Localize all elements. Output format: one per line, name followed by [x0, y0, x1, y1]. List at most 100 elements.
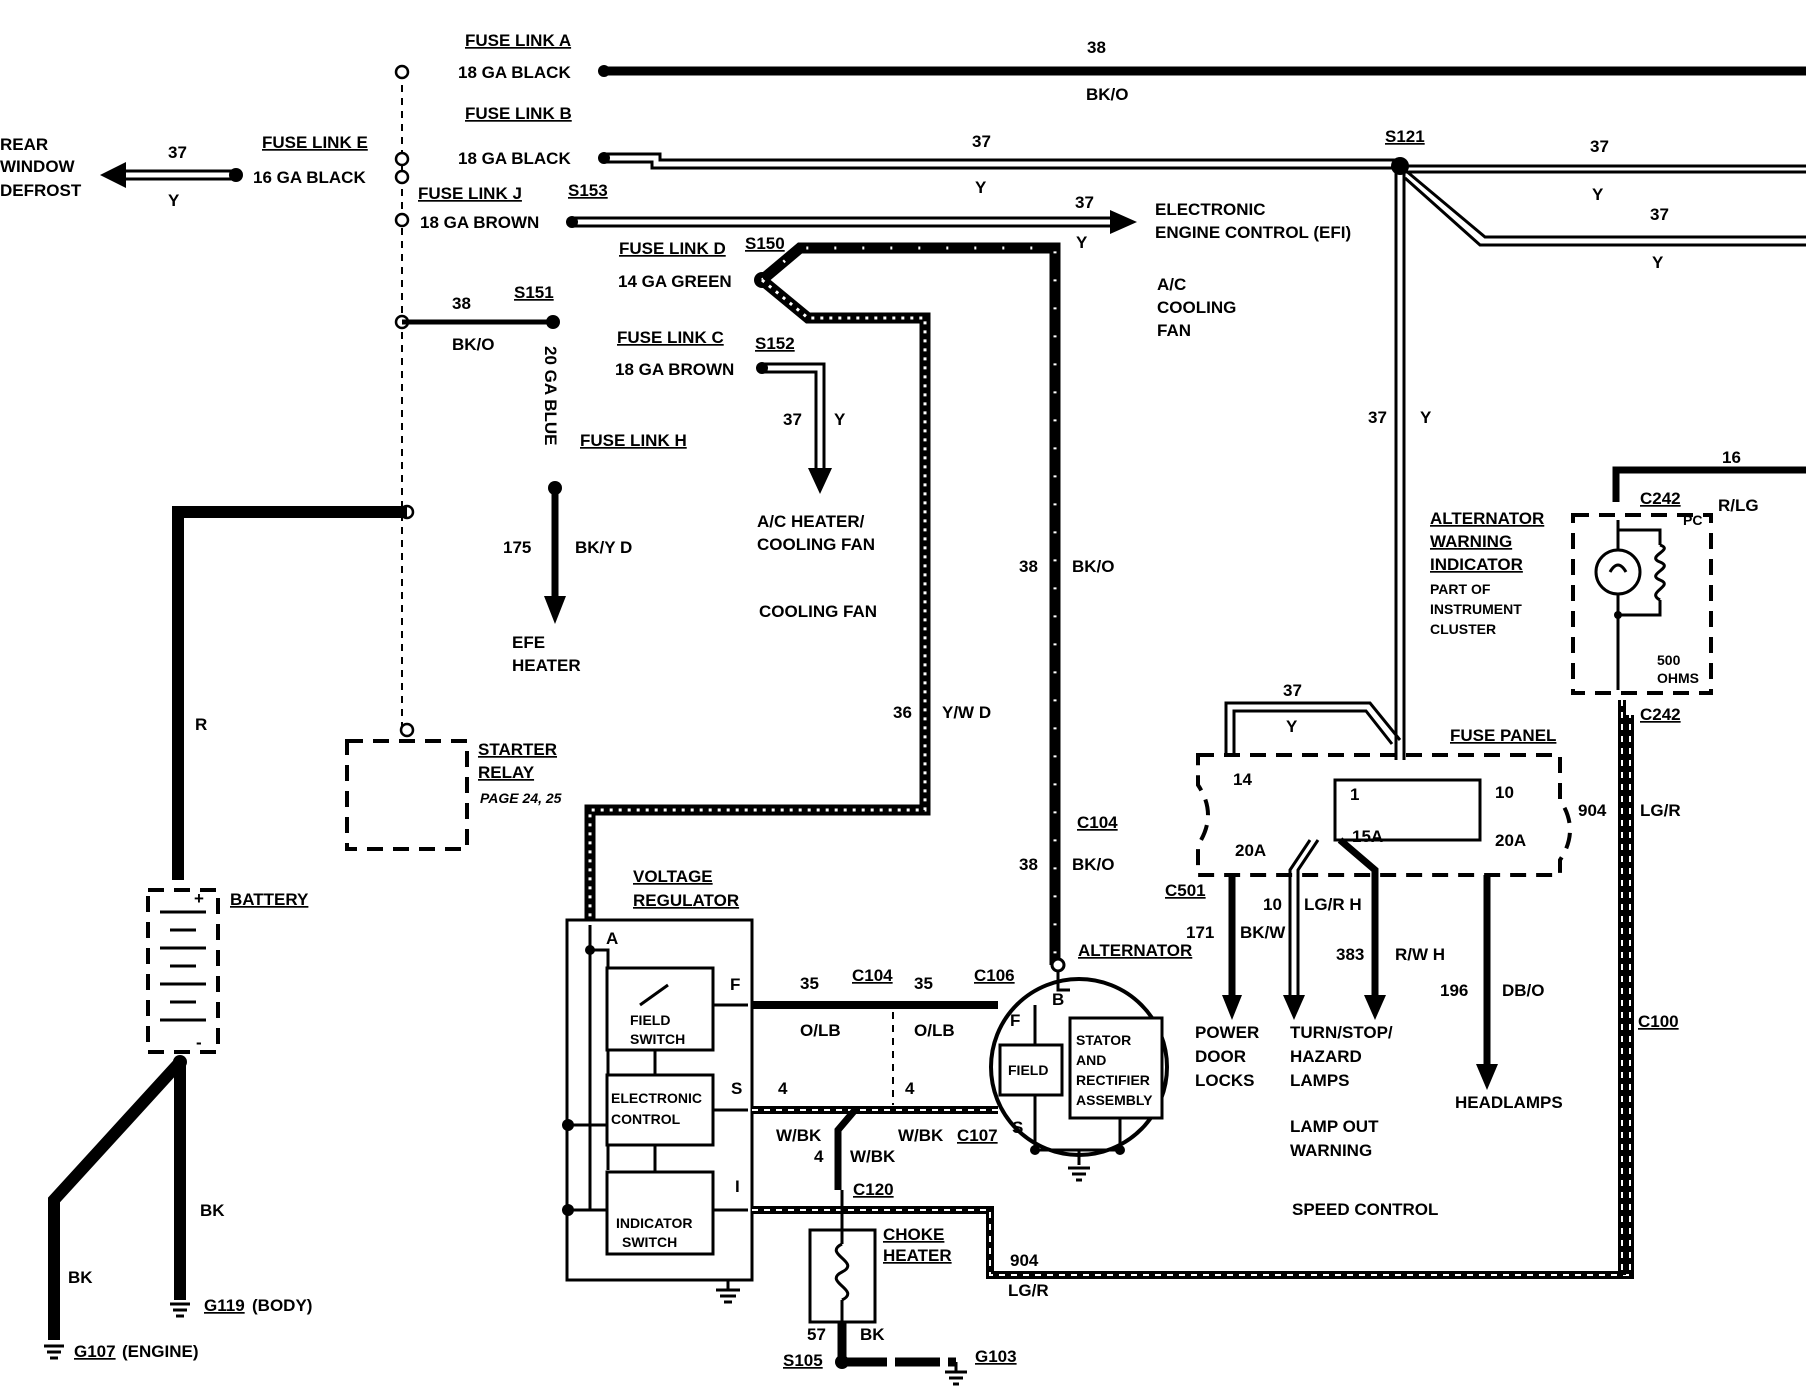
fuse-link-a-node: [598, 65, 610, 77]
wire-196-color: DB/O: [1502, 981, 1545, 1000]
wire-36-color: Y/W D: [942, 703, 991, 722]
wire-904-vertical-color: LG/R: [1640, 801, 1681, 820]
splice-s153-node: [566, 216, 578, 228]
fuse-link-h-node: [548, 481, 562, 495]
wire-38-low-color: BK/O: [1072, 855, 1115, 874]
hazard-arrow: [1364, 995, 1386, 1020]
wire-36-number: 36: [893, 703, 912, 722]
fuse-link-b-terminal: [394, 151, 410, 167]
warning-part-line1: PART OF: [1430, 581, 1491, 597]
ground-g119-label: (BODY): [252, 1296, 312, 1315]
wire-35-color-right: O/LB: [914, 1021, 955, 1040]
ac-heater-line2: COOLING FAN: [757, 535, 875, 554]
resistor-unit: OHMS: [1657, 670, 1699, 686]
ground-g119: G119: [204, 1296, 245, 1315]
fuse-link-e-terminal: [394, 169, 410, 185]
indicator-switch-line2: SWITCH: [622, 1234, 677, 1250]
field-switch-contact: [639, 983, 669, 1007]
vr-internal-wiring: [568, 925, 610, 1212]
efi-arrow: [1110, 210, 1137, 234]
wire-4-choke: [834, 1107, 858, 1190]
alternator-b-terminal: [1050, 957, 1066, 973]
wire-10-number: 10: [1263, 895, 1282, 914]
fuse-link-j-terminal: [394, 212, 410, 228]
stator-line3: RECTIFIER: [1076, 1072, 1150, 1088]
alternator-field-label: FIELD: [1008, 1062, 1048, 1078]
ground-g107-label: (ENGINE): [122, 1342, 199, 1361]
splice-s151-node: [546, 315, 560, 329]
ground-g107: G107: [74, 1342, 116, 1361]
wire-38-h-number: 38: [452, 294, 471, 313]
fuse-14-number: 14: [1233, 770, 1252, 789]
wire-16-rlg: [1612, 466, 1806, 502]
warning-indicator-line3: INDICATOR: [1430, 555, 1523, 574]
field-switch-box: [605, 966, 715, 1052]
wire-383-hazard: [1337, 837, 1379, 1000]
warning-indicator-wiring: [1616, 520, 1662, 690]
fuse-link-j-label: FUSE LINK J: [418, 184, 522, 203]
vr-node-left2: [562, 1204, 574, 1216]
alternator-field-box: [998, 1043, 1064, 1097]
fuse-link-j-gauge: 18 GA BROWN: [420, 213, 539, 232]
wire-171-number: 171: [1186, 923, 1214, 942]
alternator-node-2: [1115, 1145, 1125, 1155]
wire-4-number-right: 4: [905, 1079, 915, 1098]
connector-c242-lower: C242: [1640, 705, 1681, 724]
wire-r-color: R: [195, 715, 207, 734]
battery-negative-sign: -: [196, 1033, 202, 1052]
wire-196-number: 196: [1440, 981, 1468, 1000]
wire-35-color-left: O/LB: [800, 1021, 841, 1040]
turn-lamps-line2: HAZARD: [1290, 1047, 1362, 1066]
power-locks-line1: POWER: [1195, 1023, 1259, 1042]
wire-383-number: 383: [1336, 945, 1364, 964]
starter-relay-line2: RELAY: [478, 763, 535, 782]
battery-positive-sign: +: [194, 889, 204, 908]
power-locks-line3: LOCKS: [1195, 1071, 1255, 1090]
wire-36-voltage-regulator: [584, 275, 931, 925]
battery-label: BATTERY: [230, 890, 309, 909]
alternator-label: ALTERNATOR: [1078, 941, 1192, 960]
connector-c501: C501: [1165, 881, 1206, 900]
wire-37-ac-heater-color: Y: [834, 410, 846, 429]
connector-c107: C107: [957, 1126, 998, 1145]
wire-10-color: LG/R H: [1304, 895, 1362, 914]
wire-37-defrost-color: Y: [168, 191, 180, 210]
field-switch-line2: SWITCH: [630, 1031, 685, 1047]
fuse-panel-label: FUSE PANEL: [1450, 726, 1556, 745]
fuse-link-h-line1: FUSE LINK H: [580, 431, 687, 450]
fuse-1-cavity: [1333, 778, 1482, 842]
wire-4-choke-number: 4: [814, 1147, 824, 1166]
ac-cooling-fan-line3: FAN: [1157, 321, 1191, 340]
connector-c104-lower: C104: [852, 966, 893, 985]
indicator-switch-box: [605, 1170, 715, 1256]
wire-r-battery-positive: [172, 506, 407, 880]
alternator-node-1: [1030, 1145, 1040, 1155]
wire-57-number: 57: [807, 1325, 826, 1344]
wire-bk-engine-color: BK: [68, 1268, 93, 1287]
warning-resistor: [1654, 543, 1666, 602]
splice-s121: S121: [1385, 127, 1425, 146]
connector-c120: C120: [853, 1180, 894, 1199]
fuse-link-c-gauge: 18 GA BROWN: [615, 360, 734, 379]
voltage-regulator-line1: VOLTAGE: [633, 867, 713, 886]
wire-37-branch-number: 37: [1650, 205, 1669, 224]
choke-heater-line1: CHOKE: [883, 1225, 944, 1244]
wire-37-defrost-number: 37: [168, 143, 187, 162]
splice-s151: S151: [514, 283, 554, 302]
stator-line2: AND: [1076, 1052, 1106, 1068]
wire-37-b-color: Y: [975, 178, 987, 197]
lamp-out-line1: LAMP OUT: [1290, 1117, 1379, 1136]
wire-37-right-number: 37: [1590, 137, 1609, 156]
stator-rectifier-box: [1068, 1016, 1164, 1120]
wire-37-fuse14-outer: [1224, 701, 1402, 755]
lamp-out-line2: WARNING: [1290, 1141, 1372, 1160]
wire-175-color: BK/Y D: [575, 538, 632, 557]
battery-cells: [160, 910, 206, 1022]
wire-4-color-right: W/BK: [898, 1126, 944, 1145]
ac-heater-line1: A/C HEATER/: [757, 512, 865, 531]
turn-lamps-line1: TURN/STOP/: [1290, 1023, 1393, 1042]
starter-relay-line1: STARTER: [478, 740, 557, 759]
choke-heater-element: [834, 1242, 850, 1302]
electronic-control-box: [605, 1073, 715, 1147]
fuse-link-e-gauge: 16 GA BLACK: [253, 168, 366, 187]
